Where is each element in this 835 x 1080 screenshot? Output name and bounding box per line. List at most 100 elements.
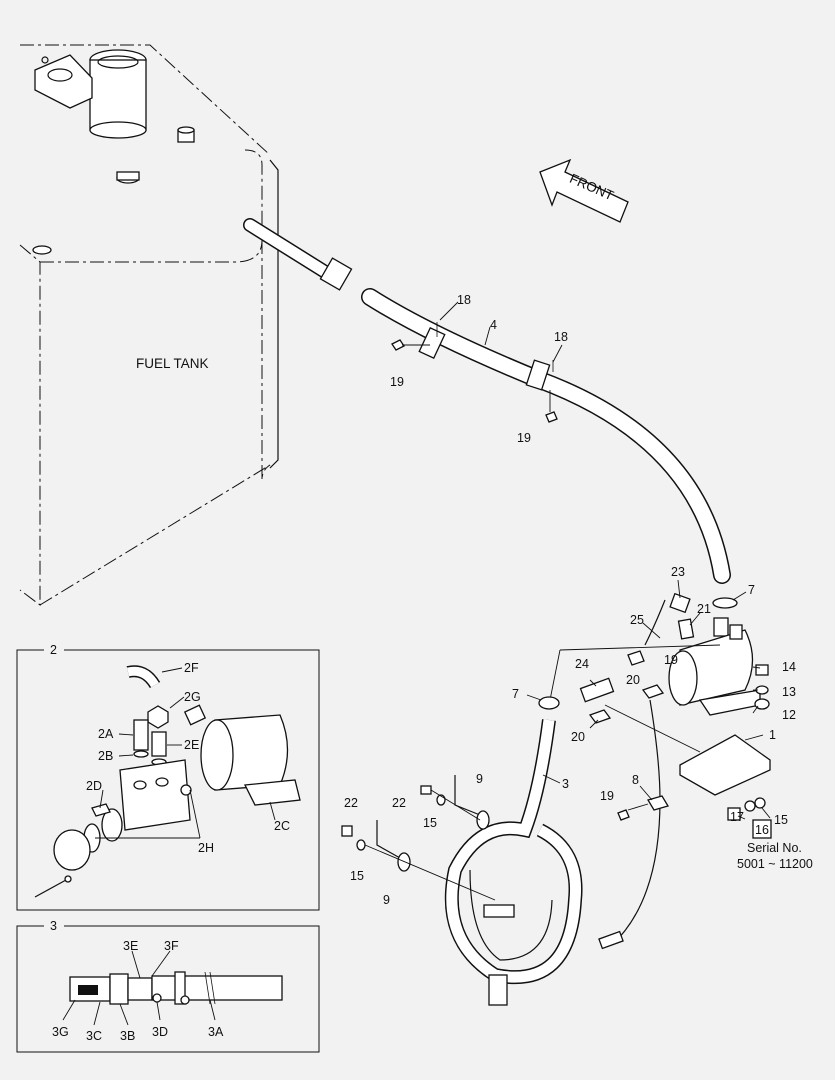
- hose-clamp-18a: [418, 326, 446, 360]
- label-3G: 3G: [52, 1025, 69, 1039]
- wire-connector: [598, 930, 624, 950]
- hose-clamp-7b: [538, 696, 560, 710]
- inset-3-number: 3: [50, 919, 57, 933]
- callout-22a: 22: [344, 796, 358, 810]
- fitting-3B: [109, 973, 129, 1005]
- hose-clamp-coil: [483, 904, 515, 918]
- inset-3-hose-detail: 3 3E 3F 3G 3C 3B 3D 3A: [16, 918, 320, 1053]
- nut-2G: [147, 705, 169, 729]
- bolt-14: [755, 664, 769, 676]
- clip-20: [588, 709, 612, 724]
- callout-19b: 19: [517, 431, 531, 445]
- callout-4: 4: [490, 318, 497, 332]
- callout-19c: 19: [664, 653, 678, 667]
- fitting-2G: [183, 704, 207, 726]
- bracket-9a: [476, 810, 490, 830]
- o-ring-2B: [133, 750, 149, 758]
- bolt-19a: [391, 339, 405, 351]
- callout-15a: 15: [423, 816, 437, 830]
- callout-22b: 22: [392, 796, 406, 810]
- pump-body-2: [119, 759, 191, 831]
- hose-clamp-18b: [525, 359, 551, 391]
- bolt-19b: [545, 411, 558, 423]
- label-2A: 2A: [98, 727, 114, 741]
- cover-2D: [53, 829, 91, 871]
- filler-neck: [89, 49, 147, 139]
- callout-7a: 7: [748, 583, 755, 597]
- callout-20b: 20: [571, 730, 585, 744]
- callout-18b: 18: [554, 330, 568, 344]
- clamp-3D: [152, 993, 162, 1003]
- callout-12: 12: [782, 708, 796, 722]
- inset-2-pump-detail: 2 2F 2G 2A 2B 2E 2D: [16, 642, 320, 911]
- callout-24: 24: [575, 657, 589, 671]
- hose-clamp-7a: [712, 597, 738, 609]
- label-3C: 3C: [86, 1029, 102, 1043]
- fuel-hose-3: [444, 696, 583, 1006]
- callout-16: 16: [755, 823, 769, 837]
- pump-inlet-fitting: [713, 617, 729, 637]
- serial-label: Serial No.: [747, 841, 802, 855]
- callout-21: 21: [697, 602, 711, 616]
- callout-9a: 9: [476, 772, 483, 786]
- bracket-2C: [243, 779, 301, 806]
- callout-9b: 9: [383, 893, 390, 907]
- fuel-pump-assembly: [549, 592, 771, 950]
- fuel-tank-label: FUEL TANK: [136, 356, 209, 371]
- label-2F: 2F: [184, 661, 199, 675]
- callout-19a: 19: [390, 375, 404, 389]
- clamp-3F: [174, 971, 186, 1005]
- label-2E: 2E: [184, 738, 199, 752]
- callout-labels: 18 4 19 18 19 23 7 21 25 19 24 20 14 13 …: [344, 293, 813, 907]
- tank-boss: [32, 126, 195, 255]
- callout-8: 8: [632, 773, 639, 787]
- front-arrow: FRONT: [539, 158, 629, 223]
- callout-14: 14: [782, 660, 796, 674]
- relay-23: [669, 592, 691, 614]
- callout-leaders: [439, 301, 771, 820]
- fitting-2A: [133, 719, 149, 751]
- callout-17: 17: [730, 810, 744, 824]
- fuel-hose-4: [243, 218, 731, 584]
- bolt-19d: [617, 809, 630, 821]
- serial-range: 5001 ~ 11200: [737, 857, 813, 871]
- label-3E: 3E: [123, 939, 138, 953]
- callout-15b: 15: [774, 813, 788, 827]
- callout-7b: 7: [512, 687, 519, 701]
- label-3B: 3B: [120, 1029, 135, 1043]
- hose-3A: [151, 975, 283, 1001]
- label-3F: 3F: [164, 939, 179, 953]
- label-2D: 2D: [86, 779, 102, 793]
- washer-15: [754, 797, 766, 809]
- fitting-24: [579, 677, 615, 703]
- label-3A: 3A: [208, 1025, 224, 1039]
- hose-end-3: [488, 974, 508, 1006]
- pump-outlet-fitting: [729, 624, 743, 640]
- bolt-22b: [341, 825, 353, 837]
- washer-15c: [356, 839, 366, 851]
- fitting-2E: [151, 731, 167, 757]
- callout-23: 23: [671, 565, 685, 579]
- callout-20a: 20: [626, 673, 640, 687]
- label-3D: 3D: [152, 1025, 168, 1039]
- callout-13: 13: [782, 685, 796, 699]
- bracket-9b: [397, 852, 411, 872]
- bolt-17: [727, 807, 741, 821]
- bolt-22a: [420, 785, 432, 795]
- callout-16-box: [752, 819, 772, 839]
- brackets-9: [341, 775, 496, 901]
- washer-12: [754, 698, 770, 710]
- callout-19d: 19: [600, 789, 614, 803]
- inset-2-number: 2: [50, 643, 57, 657]
- callout-25: 25: [630, 613, 644, 627]
- label-2C: 2C: [274, 819, 290, 833]
- gauge-plate: [34, 54, 93, 109]
- clip-8: [647, 795, 669, 811]
- label-2H: 2H: [198, 841, 214, 855]
- bracket-1: [679, 734, 771, 796]
- callout-18a: 18: [457, 293, 471, 307]
- label-2B: 2B: [98, 749, 113, 763]
- callout-3: 3: [562, 777, 569, 791]
- cap-2D: [101, 808, 123, 842]
